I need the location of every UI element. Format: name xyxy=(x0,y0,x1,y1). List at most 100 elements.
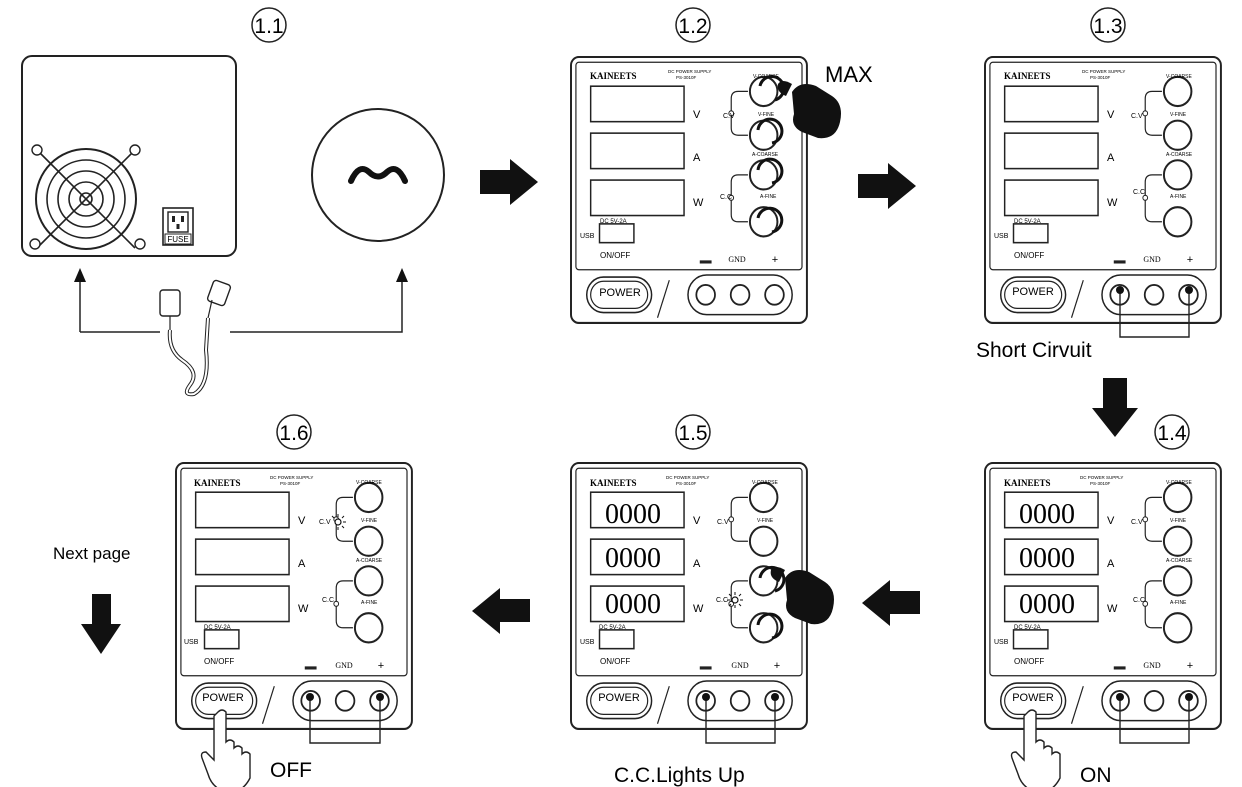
model-line: DC POWER SUPPLY xyxy=(270,475,313,480)
next-page-label[interactable]: Next page xyxy=(53,544,131,563)
v-fine-label: V-FINE xyxy=(361,518,378,524)
ac-wave-icon xyxy=(348,166,408,184)
usb-spec: DC 5V-2A xyxy=(1014,625,1041,631)
step-badge xyxy=(1090,7,1126,43)
rotate-arrow-icon xyxy=(756,157,784,185)
plus-label: + xyxy=(378,660,384,672)
step-caption: Short Cirvuit xyxy=(976,339,1092,362)
unit-a-label: A xyxy=(1107,152,1115,164)
short-circuit-wire xyxy=(1119,290,1190,338)
power-button-label: POWER xyxy=(599,287,641,299)
power-button-label: POWER xyxy=(202,692,244,704)
usb-spec: DC 5V-2A xyxy=(599,625,626,631)
model-number: PS-3010F xyxy=(676,75,697,80)
rotate-arrow-icon xyxy=(756,206,784,234)
cv-label: C.V xyxy=(319,519,331,526)
step-badge xyxy=(251,7,287,43)
unit-w-label: W xyxy=(693,603,704,615)
usb-label: USB xyxy=(580,639,595,646)
usb-label: USB xyxy=(184,639,199,646)
brand-logo: KAINEETS xyxy=(590,478,637,488)
unit-v-label: V xyxy=(1107,515,1115,527)
flow-arrow-right-icon xyxy=(858,163,916,209)
short-circuit-wire xyxy=(1119,697,1190,744)
v-coarse-label: V-COARSE xyxy=(1166,74,1193,80)
brand-logo: KAINEETS xyxy=(1004,71,1051,81)
step-caption: OFF xyxy=(270,759,312,782)
usb-label: USB xyxy=(994,639,1009,646)
usb-spec: DC 5V-2A xyxy=(600,219,627,225)
a-coarse-label: A-COARSE xyxy=(356,558,383,564)
step-badge xyxy=(276,414,312,450)
usb-label: USB xyxy=(994,233,1009,240)
usb-spec: DC 5V-2A xyxy=(1014,219,1041,225)
gnd-label: GND xyxy=(731,661,749,670)
a-coarse-label: A-COARSE xyxy=(1166,152,1193,158)
cc-label: C.C xyxy=(720,194,732,201)
power-display: 0000 xyxy=(605,589,661,620)
current-display: 0000 xyxy=(605,543,661,574)
step-number: 1.1 xyxy=(254,15,283,38)
step-1-2: 1.2 KAINEETS DC POWER SUPPLY PS-3010F V … xyxy=(569,7,873,325)
v-coarse-label: V-COARSE xyxy=(1166,480,1193,486)
gnd-label: GND xyxy=(1143,661,1161,670)
flow-arrow-right-icon xyxy=(480,159,538,205)
model-number: PS-3010F xyxy=(676,481,697,486)
next-page-arrow-icon[interactable] xyxy=(81,594,121,654)
short-circuit-wire xyxy=(309,697,381,744)
unit-w-label: W xyxy=(1107,603,1118,615)
a-coarse-label: A-COARSE xyxy=(752,152,779,158)
v-fine-label: V-FINE xyxy=(757,518,774,524)
max-label: MAX xyxy=(825,62,873,87)
power-supply-panel xyxy=(569,55,808,325)
fuse-label: FUSE xyxy=(167,235,188,244)
flow-arrow-left-icon xyxy=(472,588,530,634)
cc-label: C.C xyxy=(716,597,728,604)
power-button-label: POWER xyxy=(1012,692,1054,704)
a-fine-label: A-FINE xyxy=(1170,600,1187,606)
brand-logo: KAINEETS xyxy=(194,478,241,488)
voltage-display: 0000 xyxy=(1019,499,1075,530)
usb-label: USB xyxy=(580,233,595,240)
onoff-label: ON/OFF xyxy=(600,251,630,260)
a-fine-label: A-FINE xyxy=(1170,194,1187,200)
flow-arrow-left-icon xyxy=(862,580,920,626)
power-button-label: POWER xyxy=(1012,286,1054,298)
v-coarse-label: V-COARSE xyxy=(752,480,779,486)
model-line: DC POWER SUPPLY xyxy=(666,475,709,480)
short-circuit-wire xyxy=(705,697,776,744)
unit-w-label: W xyxy=(693,197,704,209)
onoff-label: ON/OFF xyxy=(600,657,630,666)
unit-a-label: A xyxy=(693,152,701,164)
fan-icon xyxy=(29,144,146,250)
step-badge xyxy=(675,7,711,43)
step-badge xyxy=(675,414,711,450)
step-1-3: 1.3 KAINEETS DC POWER SUPPLY PS-3010F V … xyxy=(976,7,1222,362)
gnd-label: GND xyxy=(1143,255,1161,264)
onoff-label: ON/OFF xyxy=(1014,657,1044,666)
step-caption: C.C.Lights Up xyxy=(614,764,745,787)
unit-w-label: W xyxy=(298,603,309,615)
flow-arrow-down-icon xyxy=(1092,378,1138,437)
unit-v-label: V xyxy=(1107,109,1115,121)
unit-a-label: A xyxy=(298,558,306,570)
cc-label: C.C xyxy=(322,597,334,604)
cv-label: C.V xyxy=(1131,113,1143,120)
plus-label: + xyxy=(772,254,778,266)
cv-label: C.V xyxy=(1131,519,1143,526)
step-1-1: 1.1 FUSE xyxy=(21,7,445,397)
onoff-label: ON/OFF xyxy=(1014,251,1044,260)
onoff-label: ON/OFF xyxy=(204,657,234,666)
model-line: DC POWER SUPPLY xyxy=(1080,475,1123,480)
step-caption: ON xyxy=(1080,764,1112,787)
unit-a-label: A xyxy=(693,558,701,570)
unit-v-label: V xyxy=(693,109,701,121)
step-number: 1.6 xyxy=(279,422,308,445)
a-fine-label: A-FINE xyxy=(760,194,777,200)
cc-label: C.C xyxy=(1133,189,1145,196)
brand-logo: KAINEETS xyxy=(590,71,637,81)
arrow-up-icon xyxy=(396,268,408,282)
a-fine-label: A-FINE xyxy=(361,600,378,606)
step-number: 1.2 xyxy=(678,15,707,38)
